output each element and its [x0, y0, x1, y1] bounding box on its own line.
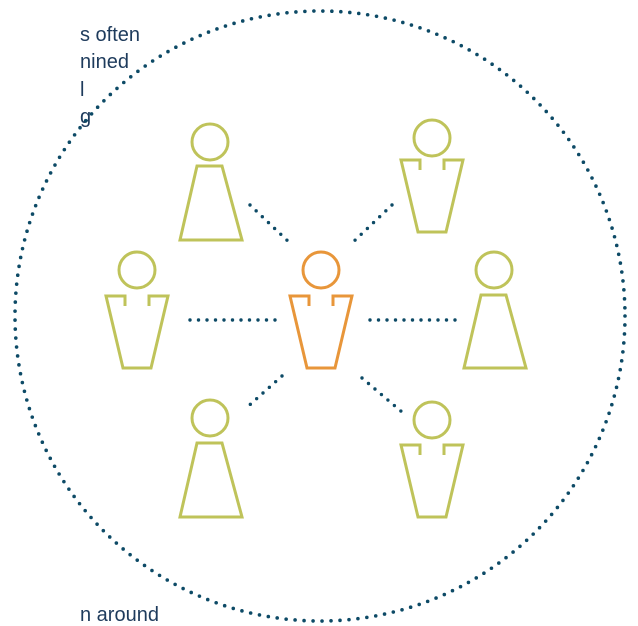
body-text-line-1: s often: [80, 24, 141, 46]
person-icon: [178, 398, 244, 519]
connector-to-bottom-right: [360, 376, 404, 414]
person-icon: [399, 400, 465, 519]
body-text-line-2: nined: [80, 51, 129, 73]
connector-to-bottom-left: [242, 374, 284, 412]
person-icon: [104, 250, 170, 370]
person-icon: [462, 250, 528, 370]
connector-to-top-right: [348, 203, 394, 247]
body-text-line-4: g: [80, 106, 92, 128]
body-text-line-3: l: [80, 79, 85, 101]
person-icon: [178, 122, 244, 242]
person-icon: [288, 250, 354, 370]
connector-to-top-left: [248, 203, 294, 247]
body-text-line-5: n around: [80, 604, 159, 626]
dotted-boundary-circle: [13, 9, 627, 623]
person-icon: [399, 118, 465, 234]
